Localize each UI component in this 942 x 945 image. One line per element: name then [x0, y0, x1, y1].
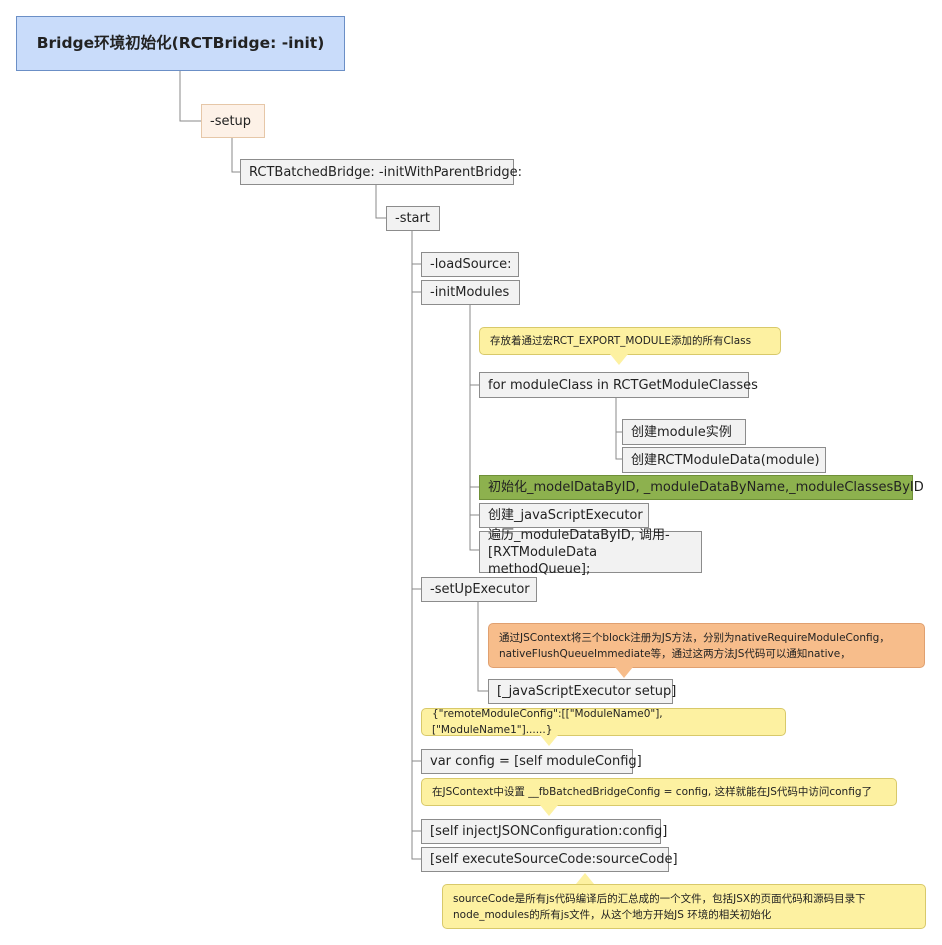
for-module-class-label: for moduleClass in RCTGetModuleClasses — [488, 377, 758, 393]
var-config-label: var config = [self moduleConfig] — [430, 754, 642, 769]
create-module-data-label: 创建RCTModuleData(module) — [631, 452, 820, 468]
inject-json-node[interactable]: [self injectJSONConfiguration:config] — [421, 819, 667, 844]
load-source-node[interactable]: -loadSource: — [421, 252, 519, 277]
source-code-note-line-2: node_modules的所有js文件，从这个地方开始JS 环境的相关初始化 — [453, 908, 772, 921]
inject-json-label: [self injectJSONConfiguration:config] — [430, 824, 668, 839]
root-label: Bridge环境初始化(RCTBridge: -init) — [36, 34, 325, 52]
export-module-note-pointer — [610, 354, 628, 365]
source-code-note: sourceCode是所有js代码编译后的汇总成的一个文件，包括JSX的页面代码… — [442, 884, 926, 929]
jscontext-note-line-1: 通过JSContext将三个block注册为JS方法，分别为nativeRequ… — [499, 631, 890, 644]
create-module-label: 创建module实例 — [631, 424, 732, 440]
create-module-data-node[interactable]: 创建RCTModuleData(module) — [622, 447, 826, 473]
executor-setup-label: [_javaScriptExecutor setup] — [497, 684, 677, 699]
traverse-node[interactable]: 遍历_moduleDataByID, 调用- [RXTModuleData me… — [479, 528, 702, 577]
fb-config-note: 在JSContext中设置 __fbBatchedBridgeConfig = … — [421, 778, 897, 806]
execute-source-node[interactable]: [self executeSourceCode:sourceCode] — [421, 847, 678, 872]
remote-config-note-text: {"remoteModuleConfig":[["ModuleName0"],[… — [432, 708, 663, 736]
for-module-class-node[interactable]: for moduleClass in RCTGetModuleClasses — [479, 372, 758, 398]
traverse-text: 遍历_moduleDataByID, 调用- [RXTModuleData me… — [488, 527, 693, 578]
export-module-note: 存放着通过宏RCT_EXPORT_MODULE添加的所有Class — [479, 327, 781, 355]
traverse-line-1: 遍历_moduleDataByID, 调用- — [488, 527, 670, 543]
root-node[interactable]: Bridge环境初始化(RCTBridge: -init) — [16, 16, 345, 71]
batched-bridge-node[interactable]: RCTBatchedBridge: -initWithParentBridge: — [240, 159, 522, 185]
create-module-node[interactable]: 创建module实例 — [622, 419, 746, 445]
jscontext-note: 通过JSContext将三个block注册为JS方法，分别为nativeRequ… — [488, 623, 925, 668]
source-code-note-line-1: sourceCode是所有js代码编译后的汇总成的一个文件，包括JSX的页面代码… — [453, 892, 866, 905]
remote-config-note-pointer — [540, 735, 558, 746]
jscontext-note-line-2: nativeFlushQueueImmediate等，通过这两方法JS代码可以通… — [499, 647, 851, 660]
setup-executor-label: -setUpExecutor — [430, 582, 530, 597]
load-source-label: -loadSource: — [430, 257, 512, 272]
init-modules-node[interactable]: -initModules — [421, 280, 520, 305]
batched-bridge-label: RCTBatchedBridge: -initWithParentBridge: — [249, 164, 523, 180]
init-modules-label: -initModules — [430, 285, 510, 300]
fb-config-note-text: 在JSContext中设置 __fbBatchedBridgeConfig = … — [432, 786, 872, 798]
source-code-note-pointer — [576, 873, 594, 884]
start-label: -start — [395, 211, 430, 226]
init-data-node[interactable]: 初始化_modelDataByID, _moduleDataByName,_mo… — [479, 475, 924, 500]
init-data-label: 初始化_modelDataByID, _moduleDataByName,_mo… — [488, 480, 924, 495]
export-module-note-text: 存放着通过宏RCT_EXPORT_MODULE添加的所有Class — [490, 335, 752, 347]
remote-config-note: {"remoteModuleConfig":[["ModuleName0"],[… — [421, 708, 786, 736]
traverse-line-2: [RXTModuleData methodQueue]; — [488, 544, 598, 577]
setup-node[interactable]: -setup — [201, 104, 265, 138]
setup-executor-node[interactable]: -setUpExecutor — [421, 577, 537, 602]
create-executor-node[interactable]: 创建_javaScriptExecutor — [479, 503, 649, 528]
executor-setup-node[interactable]: [_javaScriptExecutor setup] — [488, 679, 677, 704]
var-config-node[interactable]: var config = [self moduleConfig] — [421, 749, 642, 774]
jscontext-note-pointer — [615, 667, 633, 678]
setup-label: -setup — [210, 113, 252, 129]
execute-source-label: [self executeSourceCode:sourceCode] — [430, 852, 678, 867]
start-node[interactable]: -start — [386, 206, 440, 231]
source-code-note-text: sourceCode是所有js代码编译后的汇总成的一个文件，包括JSX的页面代码… — [453, 891, 866, 923]
create-executor-label: 创建_javaScriptExecutor — [488, 508, 643, 523]
jscontext-note-text: 通过JSContext将三个block注册为JS方法，分别为nativeRequ… — [499, 630, 890, 662]
fb-config-note-pointer — [540, 805, 558, 816]
